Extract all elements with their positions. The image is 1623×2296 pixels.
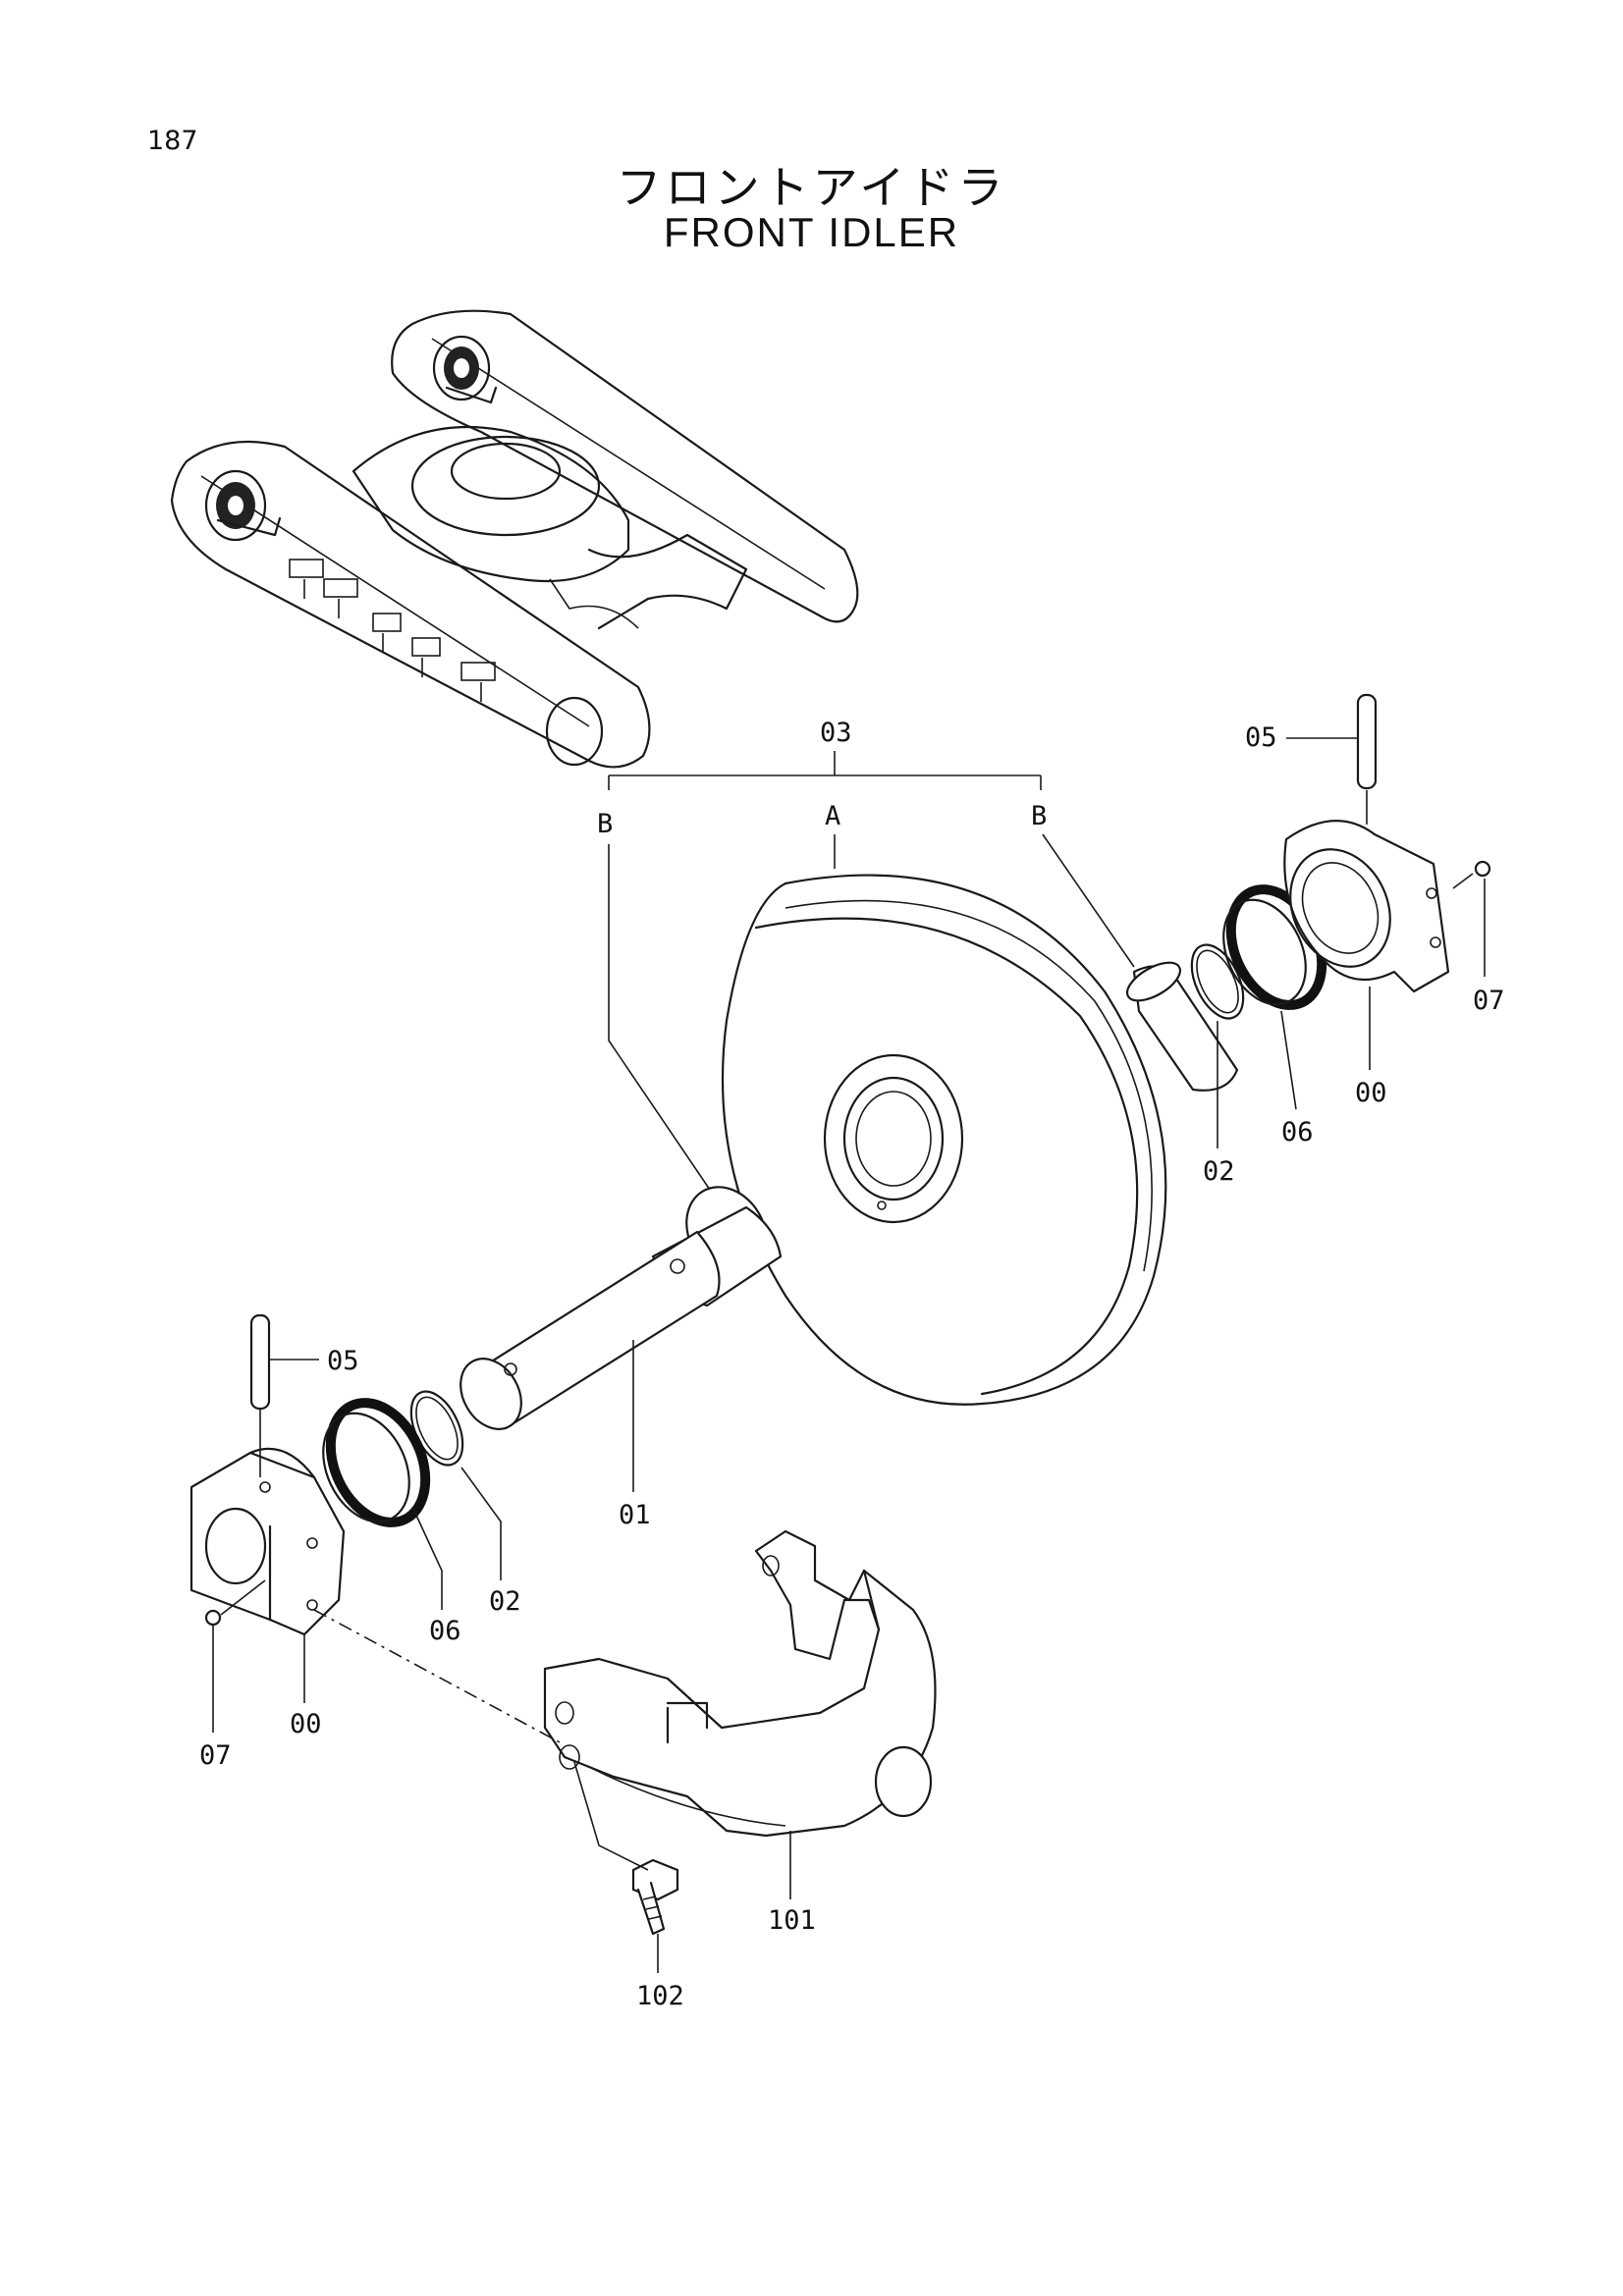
plug-07-left xyxy=(204,1579,266,1733)
callout-07-left: 07 xyxy=(199,1740,232,1771)
callout-02-right: 02 xyxy=(1203,1156,1235,1187)
idler-wheel-part-a xyxy=(721,874,1167,1406)
assembly-03-bracket xyxy=(608,751,1135,1194)
callout-07-right: 07 xyxy=(1473,986,1505,1016)
undercarriage-overview xyxy=(170,309,859,769)
seal-06-left xyxy=(322,1398,431,1527)
idler-support-101 xyxy=(543,1529,937,1838)
shaft-01 xyxy=(460,961,1239,1430)
callout-00-left: 00 xyxy=(290,1709,322,1739)
callout-06-left: 06 xyxy=(429,1616,461,1646)
bearing-00-right xyxy=(1283,820,1450,993)
title-japanese: フロントアイドラ xyxy=(616,161,1007,214)
idler-wheel-rear-icon xyxy=(432,335,498,404)
callout-00-right: 00 xyxy=(1355,1078,1387,1108)
title-english: FRONT IDLER xyxy=(663,209,960,255)
bolt-102 xyxy=(631,1858,679,1936)
bearing-00-left xyxy=(189,1447,346,1636)
page-number: 187 xyxy=(147,126,198,156)
idler-wheel-front-icon xyxy=(204,469,282,542)
callout-01: 01 xyxy=(619,1500,651,1530)
callout-06-right: 06 xyxy=(1281,1117,1314,1148)
oring-02-right xyxy=(1190,943,1245,1020)
callout-03: 03 xyxy=(820,718,852,748)
callout-05-right: 05 xyxy=(1245,722,1277,753)
pin-05-left xyxy=(249,1313,319,1477)
callout-02-left: 02 xyxy=(489,1586,521,1617)
callout-b-left: B xyxy=(597,809,613,839)
callout-05-left: 05 xyxy=(327,1346,359,1376)
callout-b-right: B xyxy=(1031,801,1047,831)
callout-a: A xyxy=(825,801,840,831)
pin-05-right xyxy=(1286,693,1378,825)
callout-102: 102 xyxy=(636,1981,684,2011)
callout-101: 101 xyxy=(768,1905,816,1936)
plug-07-right xyxy=(1452,860,1491,977)
